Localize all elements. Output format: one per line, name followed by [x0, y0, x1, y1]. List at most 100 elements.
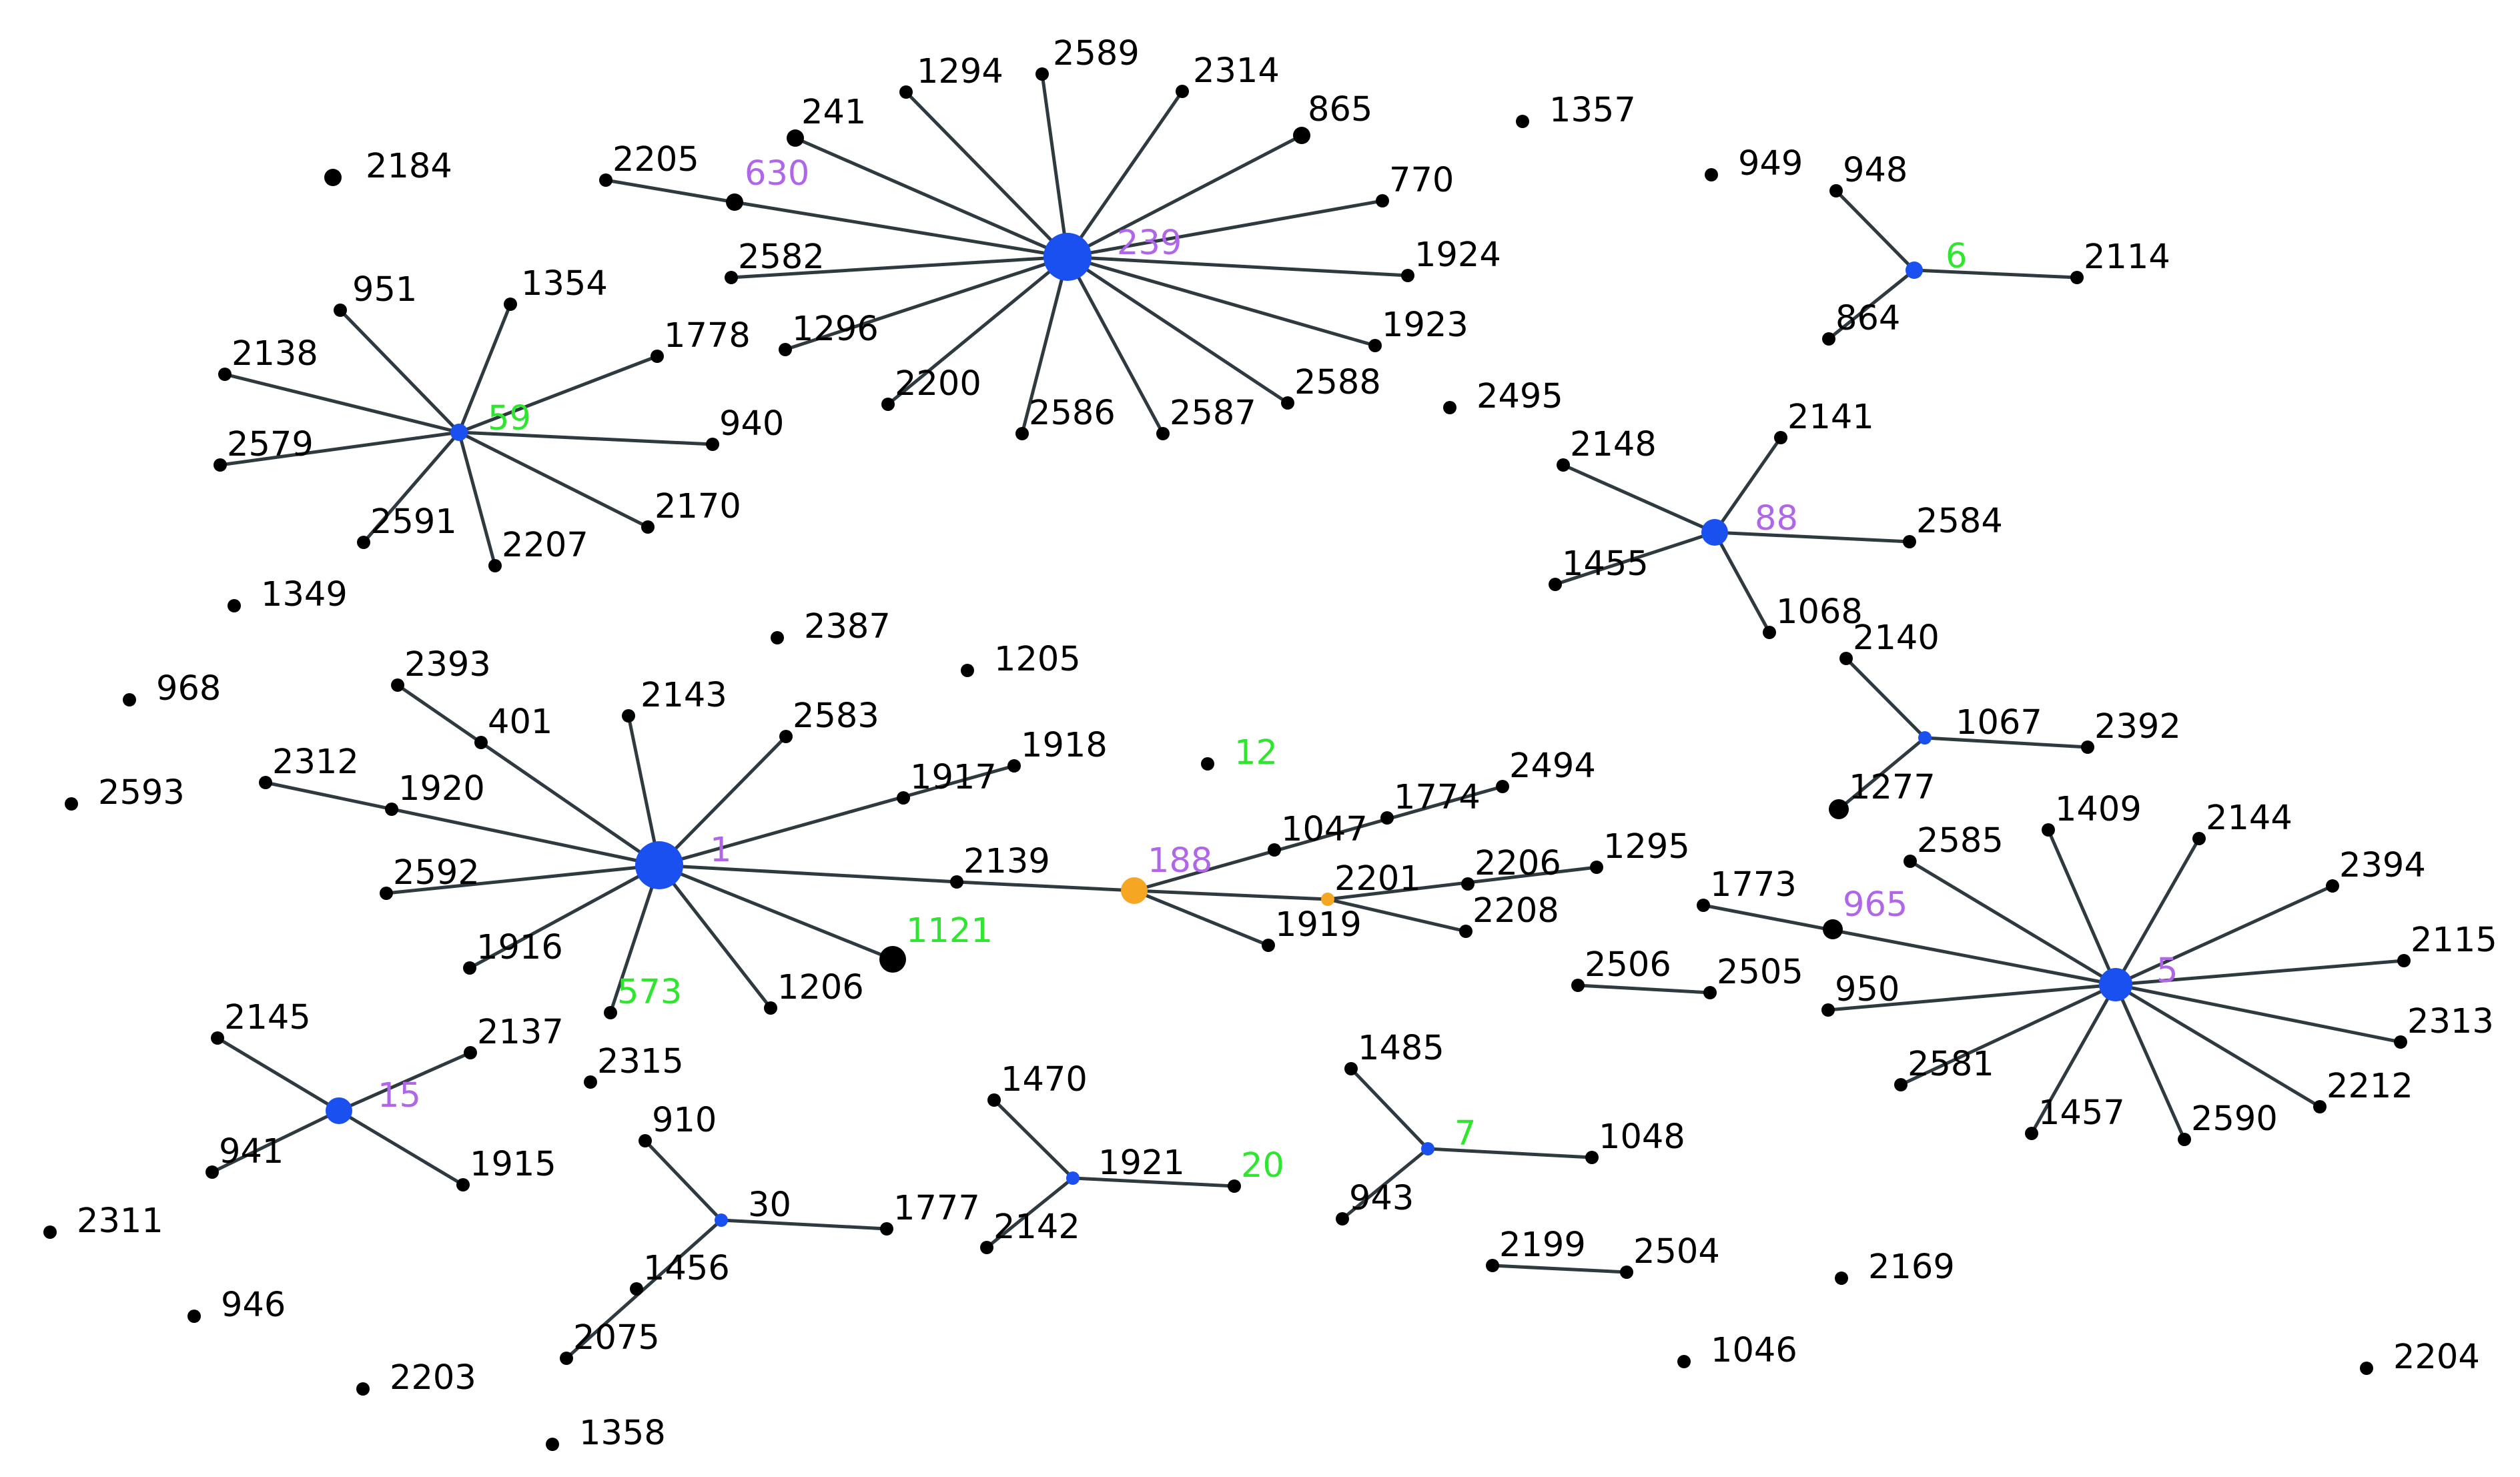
node-2506[interactable]	[1571, 979, 1585, 992]
node-2145[interactable]	[211, 1031, 224, 1045]
node-2137[interactable]	[464, 1046, 477, 1059]
node-188[interactable]	[1121, 877, 1148, 904]
node-1456[interactable]	[630, 1282, 643, 1296]
node-2587[interactable]	[1156, 427, 1170, 440]
node-1774[interactable]	[1380, 811, 1394, 825]
node-2588[interactable]	[1281, 396, 1294, 410]
node-1778[interactable]	[651, 350, 664, 363]
node-2315[interactable]	[584, 1075, 597, 1089]
node-1915[interactable]	[456, 1178, 470, 1191]
node-2387[interactable]	[771, 631, 784, 644]
node-1296[interactable]	[779, 343, 792, 356]
node-2144[interactable]	[2192, 832, 2206, 845]
node-20[interactable]	[1228, 1179, 1241, 1193]
node-401[interactable]	[474, 736, 488, 749]
node-2314[interactable]	[1176, 85, 1189, 98]
node-1917[interactable]	[897, 791, 910, 805]
node-2208[interactable]	[1459, 925, 1473, 938]
node-2589[interactable]	[1035, 67, 1049, 81]
node-2584[interactable]	[1903, 535, 1916, 548]
node-940[interactable]	[706, 438, 719, 451]
node-951[interactable]	[334, 304, 347, 317]
node-2505[interactable]	[1703, 986, 1717, 999]
node-2141[interactable]	[1774, 431, 1787, 444]
node-12[interactable]	[1201, 757, 1214, 771]
node-1068[interactable]	[1763, 626, 1776, 639]
node-946[interactable]	[187, 1310, 201, 1323]
node-2590[interactable]	[2178, 1133, 2191, 1146]
node-1354[interactable]	[504, 298, 517, 311]
node-1295[interactable]	[1590, 861, 1603, 874]
node-2579[interactable]	[214, 458, 227, 472]
node-1349[interactable]	[228, 599, 241, 612]
node-864[interactable]	[1822, 332, 1835, 346]
node-1923[interactable]	[1368, 339, 1382, 352]
node-2199[interactable]	[1486, 1259, 1499, 1272]
node-241[interactable]	[787, 129, 804, 147]
node-2139[interactable]	[950, 875, 963, 889]
node-1455[interactable]	[1549, 578, 1562, 591]
node-630[interactable]	[726, 193, 743, 211]
node-2207[interactable]	[488, 559, 502, 572]
node-239[interactable]	[1043, 233, 1092, 281]
node-2312[interactable]	[259, 776, 272, 789]
node-2184[interactable]	[324, 169, 342, 186]
node-2206[interactable]	[1461, 877, 1475, 891]
node-88[interactable]	[1701, 519, 1728, 546]
node-950[interactable]	[1821, 1003, 1835, 1017]
node-2205[interactable]	[599, 173, 612, 187]
node-2115[interactable]	[2397, 954, 2411, 967]
node-1046[interactable]	[1677, 1355, 1691, 1368]
node-30[interactable]	[715, 1213, 728, 1227]
node-2169[interactable]	[1835, 1272, 1848, 1285]
node-7[interactable]	[1421, 1142, 1434, 1155]
node-968[interactable]	[123, 693, 136, 706]
node-2591[interactable]	[357, 536, 370, 549]
node-2143[interactable]	[622, 709, 635, 722]
node-1277[interactable]	[1829, 799, 1849, 819]
node-1485[interactable]	[1344, 1062, 1358, 1075]
node-2313[interactable]	[2394, 1035, 2407, 1049]
node-2212[interactable]	[2313, 1100, 2327, 1113]
node-1047[interactable]	[1268, 843, 1281, 857]
node-1918[interactable]	[1007, 759, 1021, 773]
node-2582[interactable]	[725, 271, 738, 284]
node-2138[interactable]	[218, 368, 232, 381]
node-2075[interactable]	[560, 1352, 573, 1365]
node-948[interactable]	[1829, 184, 1843, 197]
node-1921[interactable]	[1066, 1171, 1080, 1185]
node-1048[interactable]	[1585, 1151, 1599, 1164]
node-2140[interactable]	[1839, 652, 1853, 665]
node-1916[interactable]	[463, 961, 476, 975]
node-2200[interactable]	[881, 398, 895, 411]
node-2311[interactable]	[43, 1225, 57, 1239]
node-2586[interactable]	[1015, 427, 1029, 440]
node-6[interactable]	[1906, 262, 1923, 279]
node-2592[interactable]	[380, 887, 393, 900]
node-910[interactable]	[639, 1134, 652, 1147]
node-1206[interactable]	[764, 1001, 777, 1015]
node-59[interactable]	[450, 424, 468, 441]
node-1457[interactable]	[2025, 1127, 2038, 1140]
node-1121[interactable]	[879, 946, 906, 973]
node-943[interactable]	[1336, 1212, 1349, 1225]
node-1067[interactable]	[1918, 731, 1932, 745]
node-1924[interactable]	[1401, 269, 1414, 282]
node-1470[interactable]	[987, 1093, 1001, 1107]
node-2142[interactable]	[980, 1241, 993, 1254]
node-2581[interactable]	[1894, 1078, 1908, 1091]
node-865[interactable]	[1293, 127, 1310, 144]
node-1409[interactable]	[2042, 823, 2055, 837]
node-2585[interactable]	[1904, 855, 1917, 868]
node-15[interactable]	[326, 1097, 352, 1124]
node-1919[interactable]	[1262, 939, 1275, 952]
node-1773[interactable]	[1697, 899, 1710, 912]
node-1205[interactable]	[961, 664, 974, 677]
node-949[interactable]	[1705, 168, 1718, 181]
node-2204[interactable]	[2360, 1362, 2373, 1375]
node-2504[interactable]	[1620, 1266, 1633, 1279]
node-2201[interactable]	[1321, 893, 1334, 906]
node-2114[interactable]	[2070, 271, 2084, 284]
node-1[interactable]	[635, 841, 683, 889]
node-2593[interactable]	[65, 797, 78, 811]
